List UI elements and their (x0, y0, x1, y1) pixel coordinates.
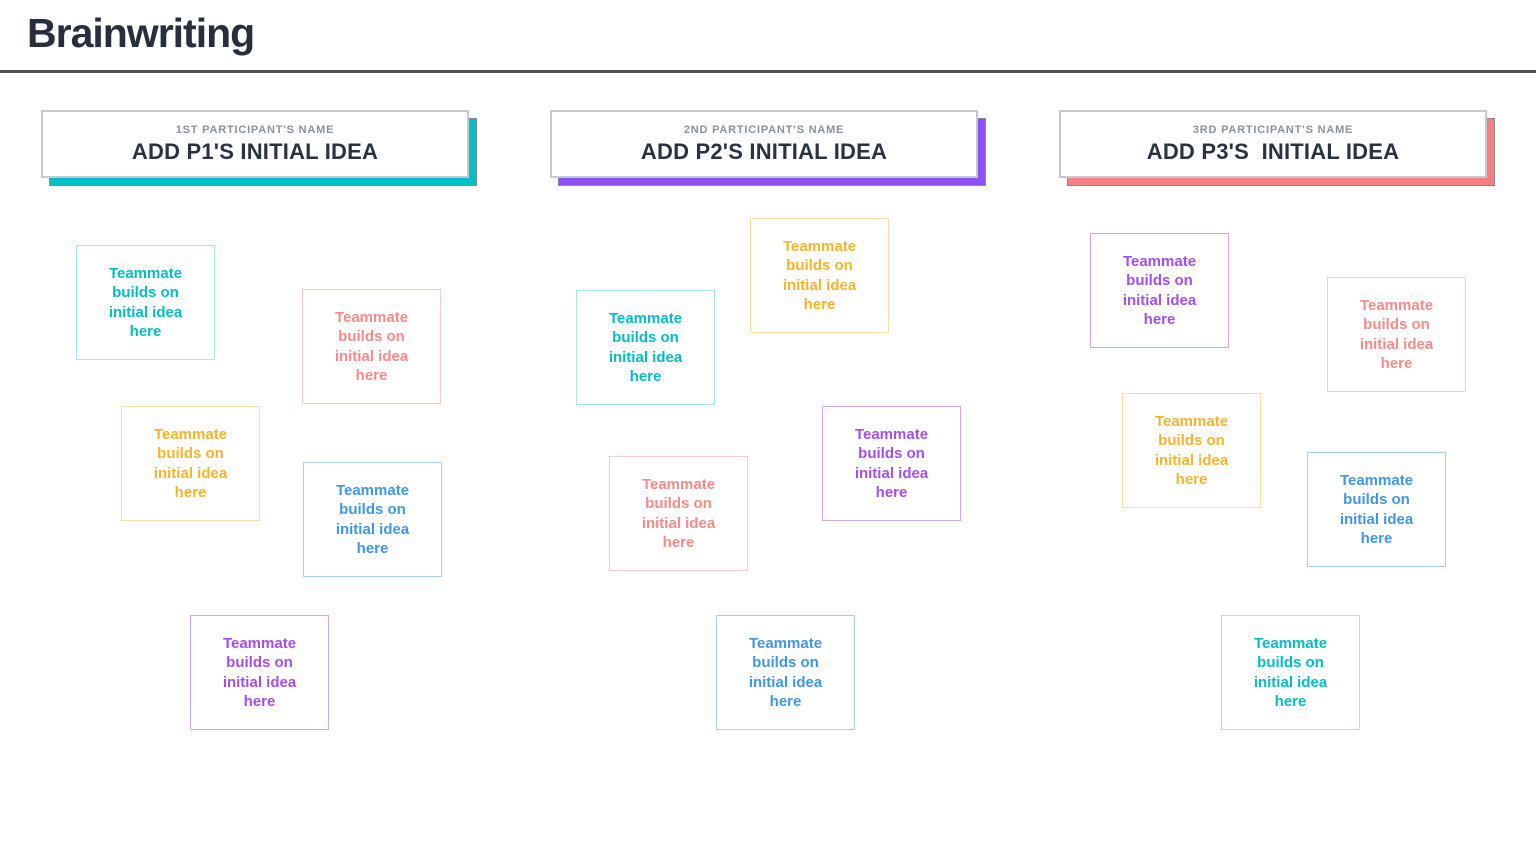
note-p2-purple[interactable]: Teammate builds on initial idea here (822, 406, 961, 521)
note-p3-yellow[interactable]: Teammate builds on initial idea here (1122, 393, 1261, 508)
note-p1-purple[interactable]: Teammate builds on initial idea here (190, 615, 329, 730)
note-p3-blue[interactable]: Teammate builds on initial idea here (1307, 452, 1446, 567)
note-p2-blue[interactable]: Teammate builds on initial idea here (716, 615, 855, 730)
note-text: Teammate builds on initial idea here (641, 476, 716, 551)
note-p1-salmon[interactable]: Teammate builds on initial idea here (302, 289, 441, 404)
note-text: Teammate builds on initial idea here (1122, 253, 1197, 328)
note-text: Teammate builds on initial idea here (782, 238, 857, 313)
note-p3-teal[interactable]: Teammate builds on initial idea here (1221, 615, 1360, 730)
note-p2-teal[interactable]: Teammate builds on initial idea here (576, 290, 715, 405)
note-text: Teammate builds on initial idea here (1359, 297, 1434, 372)
participant3-idea-placeholder[interactable]: ADD P3'S INITIAL IDEA (1146, 138, 1400, 164)
title-divider (0, 70, 1536, 73)
note-text: Teammate builds on initial idea here (854, 426, 929, 501)
note-p1-yellow[interactable]: Teammate builds on initial idea here (121, 406, 260, 521)
note-p1-blue[interactable]: Teammate builds on initial idea here (303, 462, 442, 577)
note-text: Teammate builds on initial idea here (335, 482, 410, 557)
participant2-name-placeholder[interactable]: 2ND PARTICIPANT'S NAME (683, 123, 845, 136)
note-p3-salmon[interactable]: Teammate builds on initial idea here (1327, 277, 1466, 392)
note-text: Teammate builds on initial idea here (748, 635, 823, 710)
participant3-header-card[interactable]: 3RD PARTICIPANT'S NAME ADD P3'S INITIAL … (1059, 110, 1495, 186)
note-text: Teammate builds on initial idea here (222, 635, 297, 710)
participant1-name-placeholder[interactable]: 1ST PARTICIPANT'S NAME (175, 123, 335, 136)
participant2-header-card[interactable]: 2ND PARTICIPANT'S NAME ADD P2'S INITIAL … (550, 110, 986, 186)
card-face: 2ND PARTICIPANT'S NAME ADD P2'S INITIAL … (550, 110, 978, 178)
card-face: 1ST PARTICIPANT'S NAME ADD P1'S INITIAL … (41, 110, 469, 178)
note-p2-salmon[interactable]: Teammate builds on initial idea here (609, 456, 748, 571)
note-text: Teammate builds on initial idea here (608, 310, 683, 385)
note-text: Teammate builds on initial idea here (108, 265, 183, 340)
note-p1-teal[interactable]: Teammate builds on initial idea here (76, 245, 215, 360)
card-face: 3RD PARTICIPANT'S NAME ADD P3'S INITIAL … (1059, 110, 1487, 178)
participant1-idea-placeholder[interactable]: ADD P1'S INITIAL IDEA (131, 138, 379, 164)
note-text: Teammate builds on initial idea here (1339, 472, 1414, 547)
note-text: Teammate builds on initial idea here (153, 426, 228, 501)
note-text: Teammate builds on initial idea here (334, 309, 409, 384)
participant3-name-placeholder[interactable]: 3RD PARTICIPANT'S NAME (1192, 123, 1354, 136)
note-p2-yellow[interactable]: Teammate builds on initial idea here (750, 218, 889, 333)
note-text: Teammate builds on initial idea here (1154, 413, 1229, 488)
participant1-header-card[interactable]: 1ST PARTICIPANT'S NAME ADD P1'S INITIAL … (41, 110, 477, 186)
participant2-idea-placeholder[interactable]: ADD P2'S INITIAL IDEA (640, 138, 888, 164)
note-p3-purple[interactable]: Teammate builds on initial idea here (1090, 233, 1229, 348)
note-text: Teammate builds on initial idea here (1253, 635, 1328, 710)
page-title: Brainwriting (27, 10, 255, 56)
